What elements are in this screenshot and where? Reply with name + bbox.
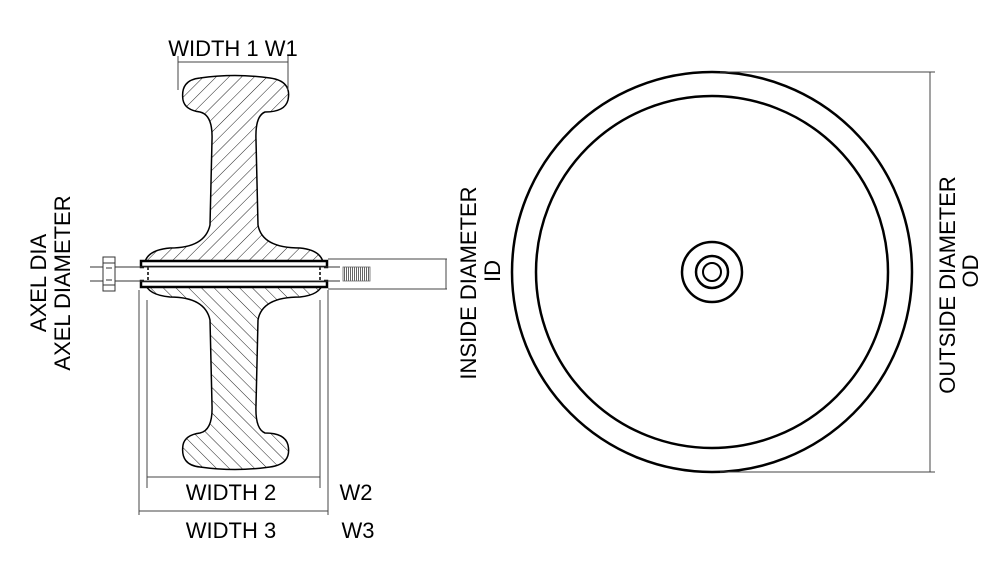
inside-diameter-label: INSIDE DIAMETER [456,186,481,379]
id-label: ID [480,260,505,282]
od-label: OD [958,255,983,288]
wheel-profile-top [144,74,324,263]
width2-label: WIDTH 2 [186,480,276,505]
axle-circle [702,262,722,282]
outside-diameter-label: OUTSIDE DIAMETER [935,176,960,394]
outer-tread-circle [510,70,914,474]
wheel-profile-bottom [144,282,324,471]
inner-rim-circle [534,94,890,450]
wheel-cross-section [90,74,447,471]
od-dimension [720,71,935,473]
width3-label: WIDTH 3 [186,518,276,543]
axel-diameter-label: AXEL DIAMETER [50,195,75,370]
width-dimensions [138,56,329,515]
hub-circle [680,240,744,304]
w2-label: W2 [340,480,373,505]
axle-nut [102,256,116,292]
width1-label: WIDTH 1 W1 [168,36,298,61]
axel-dia-label: AXEL DIA [26,234,51,333]
w3-label: W3 [342,518,375,543]
wheel-front-view [510,70,914,474]
bore-circle [694,254,730,290]
axle-thread [342,266,371,282]
